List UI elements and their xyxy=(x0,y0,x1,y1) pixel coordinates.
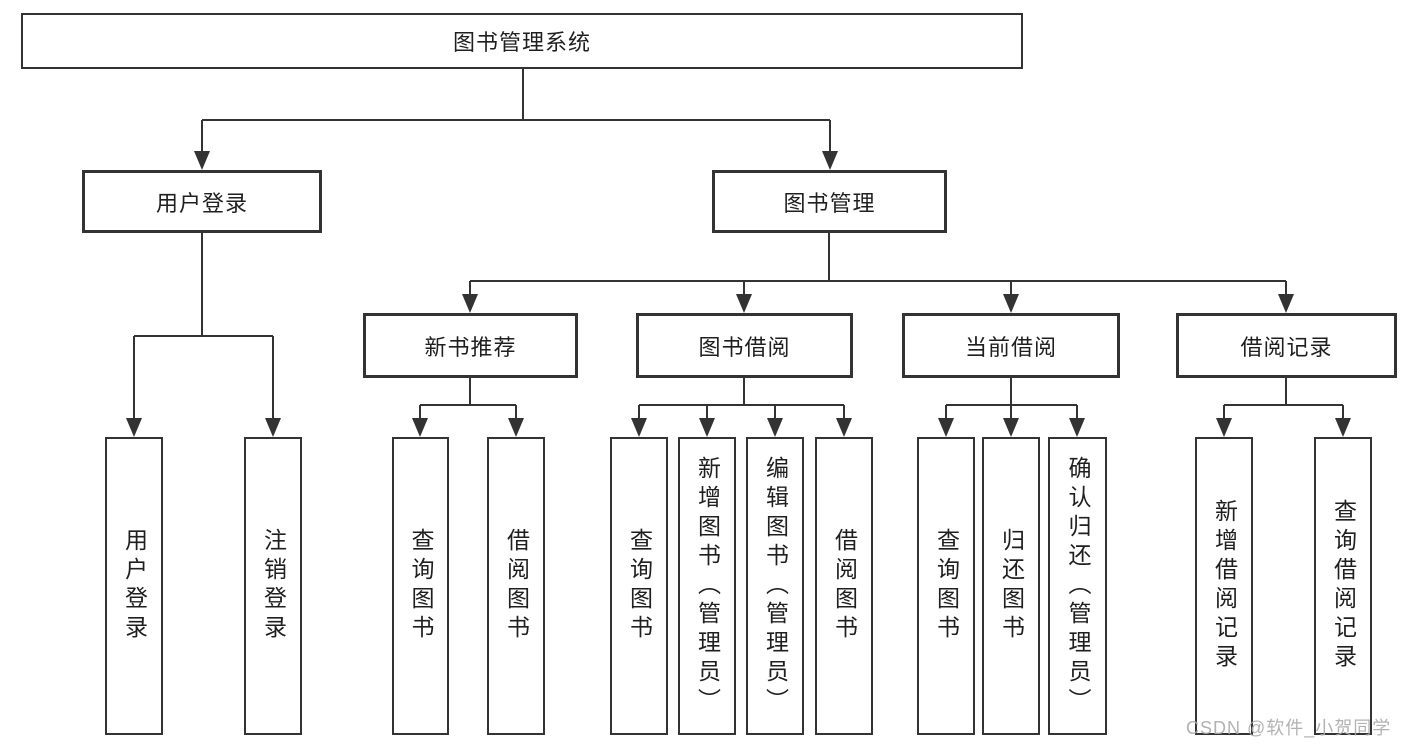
arrowheads xyxy=(126,151,1351,437)
node-book-borrowing: 图书借阅 xyxy=(636,313,853,378)
csdn-watermark: CSDN @软件_小贺同学 xyxy=(1186,718,1392,738)
leaf-borrow-books: 借阅图书 xyxy=(815,437,873,735)
leaf-confirm-return-admin: 确认归还（管理员） xyxy=(1048,437,1107,735)
leaf-query-books-recommend: 查询图书 xyxy=(392,437,449,735)
leaf-user-login: 用户登录 xyxy=(105,437,163,735)
node-new-book-recommendation: 新书推荐 xyxy=(363,313,578,378)
leaf-query-books-current: 查询图书 xyxy=(917,437,975,735)
node-borrowing-records: 借阅记录 xyxy=(1176,313,1397,378)
leaf-edit-book-admin: 编辑图书（管理员） xyxy=(746,437,804,735)
node-book-management: 图书管理 xyxy=(712,170,947,233)
leaf-query-books-borrow: 查询图书 xyxy=(610,437,668,735)
leaf-logout: 注销登录 xyxy=(244,437,302,735)
leaf-add-book-admin: 新增图书（管理员） xyxy=(678,437,736,735)
node-current-borrowing: 当前借阅 xyxy=(902,313,1120,378)
leaf-query-borrow-record: 查询借阅记录 xyxy=(1314,437,1372,735)
leaf-add-borrow-record: 新增借阅记录 xyxy=(1195,437,1253,735)
leaf-return-book: 归还图书 xyxy=(982,437,1040,735)
node-library-management-system: 图书管理系统 xyxy=(21,13,1023,69)
leaf-borrow-books-recommend: 借阅图书 xyxy=(487,437,545,735)
node-user-login: 用户登录 xyxy=(82,170,322,233)
